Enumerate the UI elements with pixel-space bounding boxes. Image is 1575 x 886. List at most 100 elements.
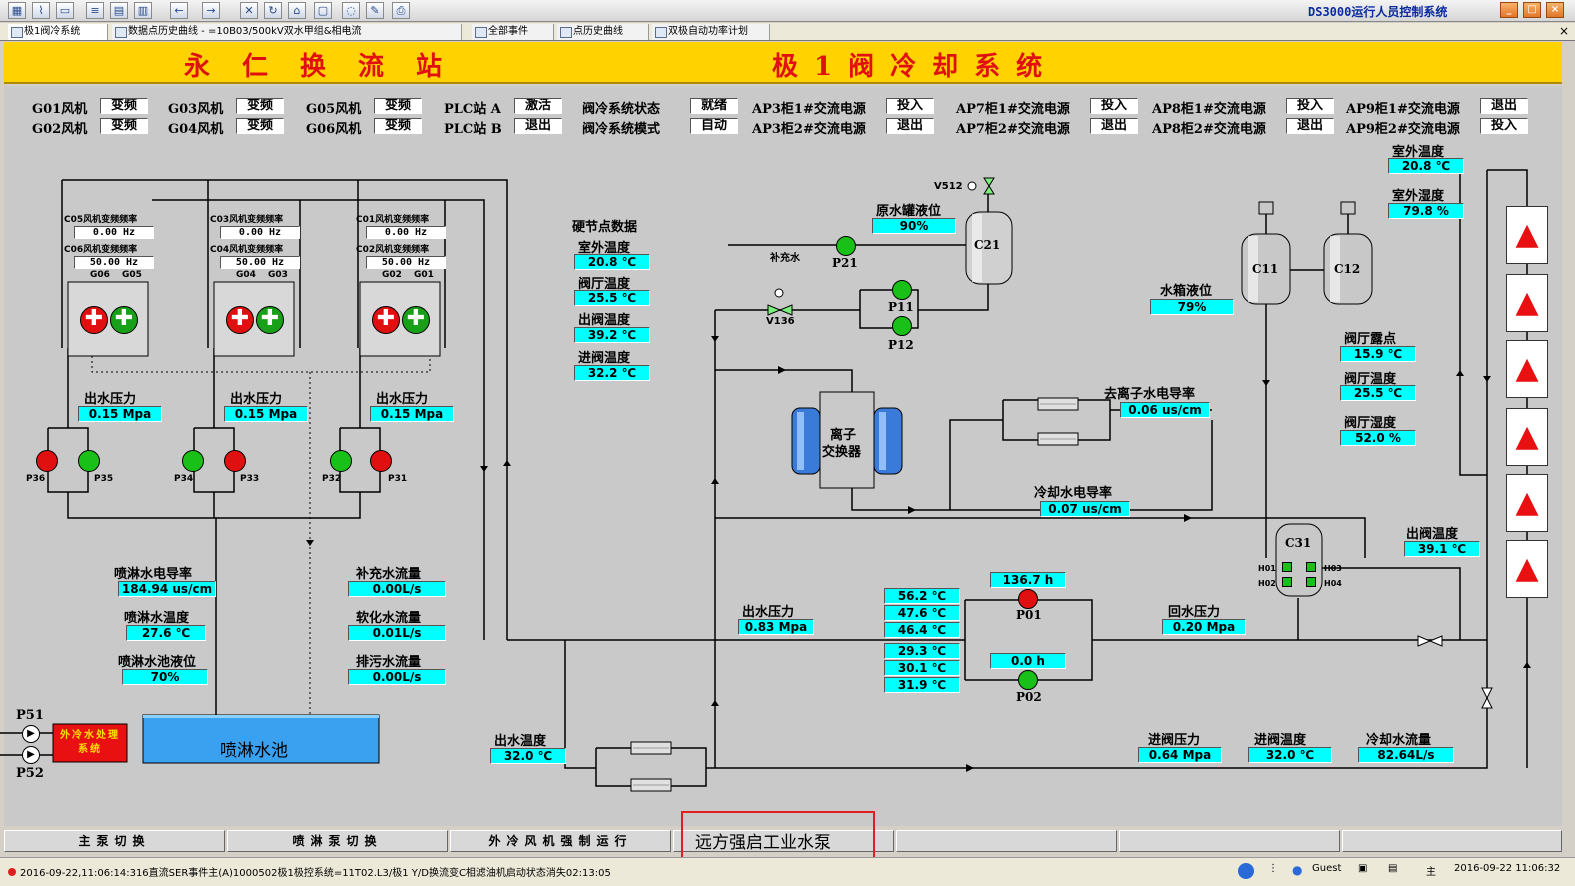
pump-p35-icon[interactable] <box>78 450 100 472</box>
pump-label: P31 <box>388 474 408 484</box>
plc-a-state[interactable]: 激活 <box>514 98 562 114</box>
blank-button[interactable] <box>1342 830 1562 852</box>
fan-label-g02: G02风机 <box>32 122 88 137</box>
blank-button[interactable] <box>896 830 1117 852</box>
pump-p33-icon[interactable] <box>224 450 246 472</box>
fan-freq-value: 50.00 Hz <box>366 256 446 269</box>
ap8-1-state[interactable]: 投入 <box>1286 98 1334 114</box>
main-pump-switch-button[interactable]: 主泵切换 <box>4 830 225 852</box>
return-pressure-value: 0.20 Mpa <box>1162 619 1246 635</box>
inlet-pressure-value: 0.64 Mpa <box>1138 747 1222 763</box>
pump-p31-icon[interactable] <box>370 450 392 472</box>
maximize-icon[interactable]: □ <box>1523 2 1541 18</box>
pump-p11-icon[interactable] <box>892 280 912 300</box>
ap9-2-state[interactable]: 投入 <box>1480 118 1528 134</box>
columns-icon[interactable]: ▥ <box>134 2 152 19</box>
refresh-icon[interactable]: ↻ <box>264 2 282 19</box>
fan-label-g05: G05风机 <box>306 102 362 117</box>
window-icon[interactable]: ▢ <box>314 2 332 19</box>
valve-cooling-mode-label: 阀冷系统模式 <box>582 122 661 137</box>
close-icon[interactable]: × <box>1546 2 1564 18</box>
fan-freq-value: 50.00 Hz <box>220 256 300 269</box>
fan-force-run-button[interactable]: 外冷风机强制运行 <box>450 830 671 852</box>
valve-cooling-mode[interactable]: 自动 <box>690 118 738 134</box>
signal-icon: ⋮ <box>1268 863 1278 874</box>
hard-node-label: 阀厅温度 <box>578 277 631 292</box>
cooling-flow-label: 冷却水流量 <box>1366 733 1432 748</box>
fan-mode-g03[interactable]: 变频 <box>236 98 284 114</box>
comment-icon[interactable]: ◌ <box>342 2 360 19</box>
pump-p32-icon[interactable] <box>330 450 352 472</box>
fan-id: G02 <box>382 270 402 280</box>
role-label: 主 <box>1426 867 1436 878</box>
pump-p02-icon[interactable] <box>1018 670 1038 690</box>
fan-mode-g04[interactable]: 变频 <box>236 118 284 134</box>
fan-mode-g02[interactable]: 变频 <box>100 118 148 134</box>
hard-node-label: 出阀温度 <box>578 313 631 328</box>
spray-pump-switch-button[interactable]: 喷淋泵切换 <box>227 830 448 852</box>
fan-mode-g01[interactable]: 变频 <box>100 98 148 114</box>
tab-history-curve[interactable]: 数据点历史曲线 - =10B03/500kV双水甲组&相电流 <box>112 24 462 40</box>
heater-2-icon[interactable]: ▲ <box>1506 274 1548 332</box>
fan-mode-g06[interactable]: 变频 <box>374 118 422 134</box>
fan-freq-label: C03风机变频频率 <box>210 215 284 225</box>
forward-icon[interactable]: → <box>202 2 220 19</box>
fan-freq-label: C01风机变频频率 <box>356 215 430 225</box>
outdoor-humidity-label: 室外湿度 <box>1392 189 1445 204</box>
h03-icon[interactable] <box>1306 562 1316 572</box>
table-icon[interactable]: ▤ <box>110 2 128 19</box>
pump-p01-icon[interactable] <box>1018 589 1038 609</box>
plc-b-state[interactable]: 退出 <box>514 118 562 134</box>
pump-p51-icon[interactable]: ▶ <box>22 725 40 743</box>
lock-icon[interactable]: ▤ <box>1388 863 1398 874</box>
heater-6-icon[interactable]: ▲ <box>1506 540 1548 598</box>
fan-mode-g05[interactable]: 变频 <box>374 98 422 114</box>
close-doc-icon[interactable]: ✕ <box>240 2 258 19</box>
valve-cooling-state[interactable]: 就绪 <box>690 98 738 114</box>
h01-icon[interactable] <box>1282 562 1292 572</box>
ap3-1-state[interactable]: 投入 <box>886 98 934 114</box>
ap3-2-state[interactable]: 退出 <box>886 118 934 134</box>
pump-p21-icon[interactable] <box>836 236 856 256</box>
blank-button[interactable] <box>673 830 894 852</box>
heater-4-icon[interactable]: ▲ <box>1506 408 1548 466</box>
fan-id: G04 <box>236 270 256 280</box>
grid-icon[interactable]: ▦ <box>8 2 26 19</box>
remote-start-pump-button[interactable]: 远方强启工业水泵 <box>681 811 875 861</box>
heater-1-icon[interactable]: ▲ <box>1506 206 1548 264</box>
hall-humidity-value: 52.0 % <box>1340 430 1416 446</box>
tab-close-icon[interactable]: × <box>1558 24 1569 38</box>
h02-icon[interactable] <box>1282 577 1292 587</box>
ap8-2-state[interactable]: 退出 <box>1286 118 1334 134</box>
tab-point-history[interactable]: 点历史曲线 <box>557 24 649 40</box>
pump-temp-value: 30.1 ℃ <box>884 660 960 676</box>
pump-p12-icon[interactable] <box>892 316 912 336</box>
heater-5-icon[interactable]: ▲ <box>1506 474 1548 532</box>
spray-pool-level-label: 喷淋水池液位 <box>118 655 197 670</box>
folder-icon[interactable]: ▭ <box>56 2 74 19</box>
edit-icon[interactable]: ✎ <box>366 2 384 19</box>
monitor-icon[interactable]: ▣ <box>1358 863 1368 874</box>
tab-all-events[interactable]: 全部事件 <box>472 24 554 40</box>
ap9-1-state[interactable]: 退出 <box>1480 98 1528 114</box>
home-icon[interactable]: ⌂ <box>288 2 306 19</box>
command-bar: 主泵切换 喷淋泵切换 外冷风机强制运行 <box>4 830 1562 852</box>
pump-p34-icon[interactable] <box>182 450 204 472</box>
tab-power-plan[interactable]: 双极自动功率计划 <box>652 24 770 40</box>
pump-p36-icon[interactable] <box>36 450 58 472</box>
h04-icon[interactable] <box>1306 577 1316 587</box>
ap7-1-state[interactable]: 投入 <box>1090 98 1138 114</box>
minimize-icon[interactable]: _ <box>1500 2 1518 18</box>
tab-valve-cooling[interactable]: 极1阀冷系统 <box>8 24 108 40</box>
blank-button[interactable] <box>1119 830 1340 852</box>
pump-p52-icon[interactable]: ▶ <box>22 746 40 764</box>
ap7-2-label: AP7柜2#交流电源 <box>956 122 1070 137</box>
list-icon[interactable]: ≡ <box>86 2 104 19</box>
trend-icon[interactable]: ⌇ <box>32 2 50 19</box>
heater-3-icon[interactable]: ▲ <box>1506 340 1548 398</box>
print-icon[interactable]: ⎙ <box>392 2 410 19</box>
ap7-2-state[interactable]: 退出 <box>1090 118 1138 134</box>
back-icon[interactable]: ← <box>170 2 188 19</box>
external-treatment-label[interactable]: 外冷水处理系统 <box>60 730 120 755</box>
network-icon[interactable] <box>1238 863 1254 879</box>
